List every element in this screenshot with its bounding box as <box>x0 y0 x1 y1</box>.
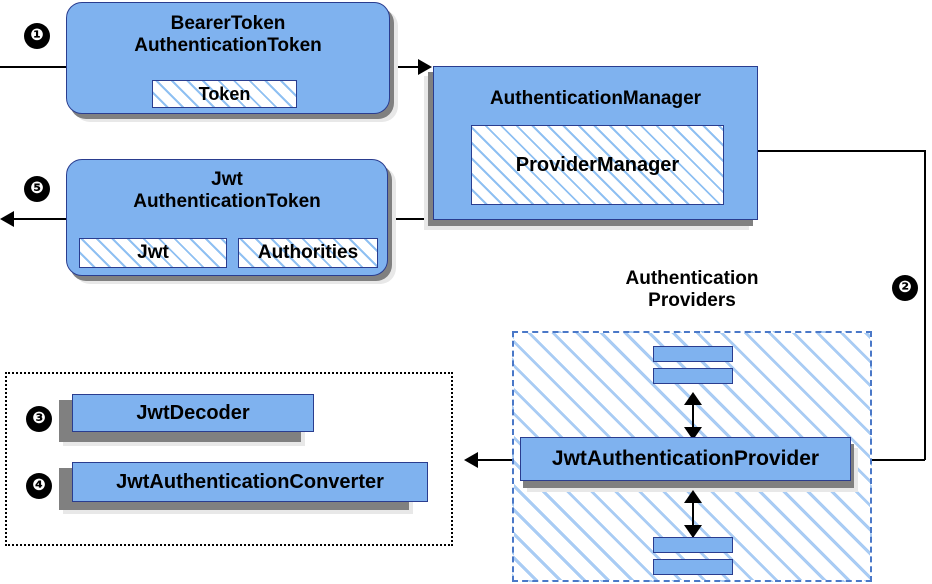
connector-request-in <box>0 66 70 68</box>
step-marker-2: ❷ <box>892 275 918 301</box>
bearer-token-slot-token[interactable]: Token <box>152 80 297 108</box>
provider-manager-label: ProviderManager <box>515 153 680 176</box>
arrowhead-provider-bottom-up <box>684 490 702 503</box>
jwt-token-node[interactable]: Jwt AuthenticationToken Jwt Authorities <box>66 159 388 276</box>
connector-bearer-to-manager <box>388 66 420 68</box>
provider-manager-node[interactable]: ProviderManager <box>471 125 724 205</box>
jwt-authentication-provider-label: JwtAuthenticationProvider <box>551 447 820 470</box>
bearer-token-node[interactable]: BearerToken AuthenticationToken Token <box>66 2 390 114</box>
connector-provider-to-helpers <box>478 459 523 461</box>
jwt-token-slot-authorities[interactable]: Authorities <box>238 238 378 268</box>
jwt-authentication-converter-node[interactable]: JwtAuthenticationConverter <box>72 462 428 502</box>
connector-right-down <box>924 150 926 460</box>
jwt-decoder-label: JwtDecoder <box>136 401 250 424</box>
step-marker-5: ❺ <box>24 176 50 202</box>
authentication-manager-title-label: AuthenticationManager <box>489 88 702 109</box>
provider-link-bottom <box>692 492 694 538</box>
step-marker-3: ❸ <box>26 406 52 432</box>
authentication-manager-node[interactable]: AuthenticationManager ProviderManager <box>433 66 758 220</box>
jwt-authentication-converter-label: JwtAuthenticationConverter <box>116 470 384 493</box>
jwt-token-title: Jwt AuthenticationToken <box>67 169 387 213</box>
authentication-providers-label-line1: Authentication <box>625 268 759 289</box>
arrowhead-provider-bottom-down <box>684 525 702 538</box>
jwt-token-slot-jwt-label: Jwt <box>137 242 169 263</box>
jwt-token-title-line1: Jwt <box>211 169 243 190</box>
connector-authenticated-out <box>14 218 72 220</box>
arrowhead-provider-top-up <box>684 392 702 405</box>
jwt-token-title-line2: AuthenticationToken <box>133 190 321 212</box>
provider-placeholder-bottom-2 <box>653 559 733 575</box>
connector-into-provider <box>872 459 925 461</box>
bearer-token-slot-token-label: Token <box>198 83 251 104</box>
authentication-providers-label-line2: Providers <box>648 289 736 311</box>
provider-link-top <box>692 394 694 440</box>
jwt-authentication-provider-node[interactable]: JwtAuthenticationProvider <box>520 437 851 481</box>
arrowhead-authenticated-out <box>0 211 14 227</box>
arrowhead-to-helpers <box>464 452 478 468</box>
step-marker-4: ❹ <box>26 473 52 499</box>
jwt-token-slot-authorities-label: Authorities <box>257 242 359 263</box>
jwt-decoder-node[interactable]: JwtDecoder <box>72 394 314 432</box>
provider-placeholder-top-2 <box>653 368 733 384</box>
arrowhead-to-manager <box>418 59 432 75</box>
connector-manager-to-jwt-token <box>386 218 436 220</box>
bearer-token-title: BearerToken AuthenticationToken <box>67 13 389 57</box>
provider-placeholder-top-1 <box>653 346 733 362</box>
jwt-token-slot-jwt[interactable]: Jwt <box>79 238 227 268</box>
step-marker-1: ❶ <box>24 23 50 49</box>
authentication-manager-title: AuthenticationManager <box>434 88 757 110</box>
authentication-providers-label: Authentication Providers <box>513 268 871 312</box>
jwt-helpers-group <box>5 372 453 546</box>
connector-manager-right <box>757 150 925 152</box>
arrowhead-provider-top-down <box>684 427 702 440</box>
bearer-token-title-line1: BearerToken <box>170 13 286 34</box>
bearer-token-title-line2: AuthenticationToken <box>134 34 322 56</box>
provider-placeholder-bottom-1 <box>653 537 733 553</box>
